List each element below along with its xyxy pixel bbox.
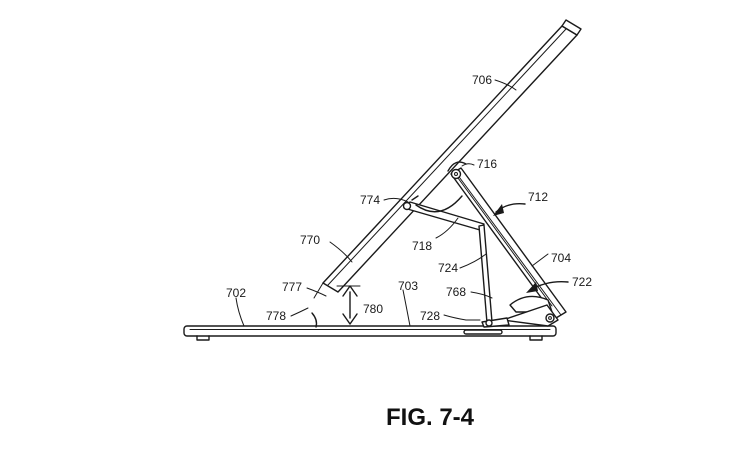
label-768: 768 — [446, 285, 466, 299]
label-770: 770 — [300, 233, 320, 247]
leader-lines — [235, 79, 549, 327]
pointer-arrows — [493, 202, 569, 293]
base-keyboard — [183, 325, 557, 341]
label-728: 728 — [420, 309, 440, 323]
figure-title: FIG. 7-4 — [386, 404, 475, 431]
label-774: 774 — [360, 193, 380, 207]
label-778: 778 — [266, 309, 286, 323]
label-724: 724 — [438, 261, 458, 275]
label-722: 722 — [572, 275, 592, 289]
label-703: 703 — [398, 279, 418, 293]
label-702: 702 — [226, 286, 246, 300]
label-716: 716 — [477, 157, 497, 171]
label-706: 706 — [472, 73, 492, 87]
angle-arc-778 — [311, 312, 318, 328]
reference-labels: 706 716 712 774 718 770 704 724 722 777 … — [226, 73, 592, 323]
display-panel — [313, 19, 582, 299]
label-704: 704 — [551, 251, 571, 265]
lower-support — [465, 295, 559, 328]
stand-frame — [450, 167, 567, 319]
label-712: 712 — [528, 190, 548, 204]
lift-arrow-780 — [336, 285, 361, 325]
label-718: 718 — [412, 239, 432, 253]
label-780: 780 — [363, 302, 383, 316]
label-777: 777 — [282, 280, 302, 294]
link-724 — [478, 224, 493, 324]
hinge-716 — [447, 161, 467, 180]
